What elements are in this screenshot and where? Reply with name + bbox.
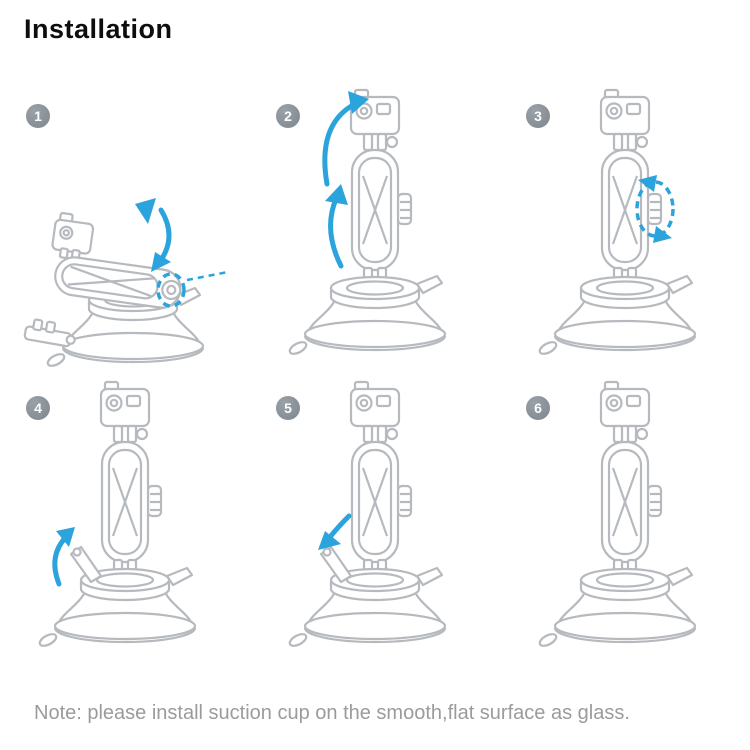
rotate-camera-arrow-icon bbox=[322, 102, 356, 187]
detached-clamp-art bbox=[23, 318, 76, 348]
axis-guide-dashed-line bbox=[186, 270, 229, 282]
camera-art bbox=[99, 380, 151, 444]
step-6-number: 6 bbox=[534, 400, 542, 416]
flip-lever-up-arrowhead-icon bbox=[56, 527, 75, 547]
step-2-illustration bbox=[286, 88, 447, 358]
step-2-number: 2 bbox=[284, 108, 292, 124]
step-6-badge: 6 bbox=[526, 396, 550, 420]
steps-grid: 1 bbox=[0, 76, 750, 660]
suction-base-art bbox=[286, 558, 447, 650]
step-1-panel: 1 bbox=[0, 76, 250, 370]
step-1-number: 1 bbox=[34, 108, 42, 124]
rotate-arm-arrow-icon bbox=[328, 196, 344, 269]
step-3-number: 3 bbox=[534, 108, 542, 124]
step-4-number: 4 bbox=[34, 400, 42, 416]
pivot-axis-dashed-icon bbox=[156, 272, 186, 308]
press-lever-down-arrowhead-icon bbox=[318, 531, 341, 550]
tighten-knob-rotation-dashed-icon bbox=[635, 180, 675, 238]
step-1-badge: 1 bbox=[26, 104, 50, 128]
rotation-arrowhead-top-icon bbox=[638, 175, 657, 192]
arm-art bbox=[100, 440, 163, 564]
press-down-arrow-icon bbox=[135, 198, 156, 224]
flip-lever-up-arrow-icon bbox=[52, 534, 69, 587]
note-text: Note: please install suction cup on the … bbox=[34, 702, 630, 724]
step-2-panel: 2 bbox=[250, 76, 500, 368]
page-title: Installation bbox=[24, 14, 173, 44]
step-4-badge: 4 bbox=[26, 396, 50, 420]
suction-base-art bbox=[536, 558, 697, 650]
rotate-arm-arrowhead-icon bbox=[325, 184, 348, 205]
suction-base-art bbox=[286, 266, 447, 358]
press-lever-down-arrow-icon bbox=[327, 513, 352, 540]
camera-art bbox=[599, 380, 651, 444]
arm-art bbox=[600, 148, 663, 272]
lock-lever-art bbox=[319, 545, 353, 584]
rotate-camera-arrowhead-icon bbox=[348, 91, 369, 114]
step-4-panel: 4 bbox=[0, 368, 250, 660]
rotate-down-arrow-icon bbox=[158, 207, 172, 263]
step-6-panel: 6 bbox=[500, 368, 750, 660]
arm-art bbox=[600, 440, 663, 564]
camera-art bbox=[349, 380, 401, 444]
arm-art bbox=[350, 440, 413, 564]
rotate-down-arrowhead-icon bbox=[151, 252, 171, 272]
step-6-illustration bbox=[536, 380, 697, 650]
step-3-badge: 3 bbox=[526, 104, 550, 128]
suction-base-art bbox=[536, 266, 697, 358]
step-5-badge: 5 bbox=[276, 396, 300, 420]
step-2-badge: 2 bbox=[276, 104, 300, 128]
step-4-illustration bbox=[36, 380, 197, 650]
step-5-number: 5 bbox=[284, 400, 292, 416]
step-5-panel: 5 bbox=[250, 368, 500, 660]
camera-art bbox=[599, 88, 651, 152]
rotation-arrowhead-bottom-icon bbox=[653, 226, 672, 243]
step-5-illustration bbox=[286, 380, 447, 650]
step-3-illustration bbox=[536, 88, 697, 358]
folded-arm-with-camera-art bbox=[51, 212, 182, 309]
arm-art bbox=[350, 148, 413, 272]
step-1-illustration bbox=[23, 198, 229, 370]
suction-base-art bbox=[36, 558, 197, 650]
step-3-panel: 3 bbox=[500, 76, 750, 368]
lock-lever-art bbox=[69, 545, 103, 584]
